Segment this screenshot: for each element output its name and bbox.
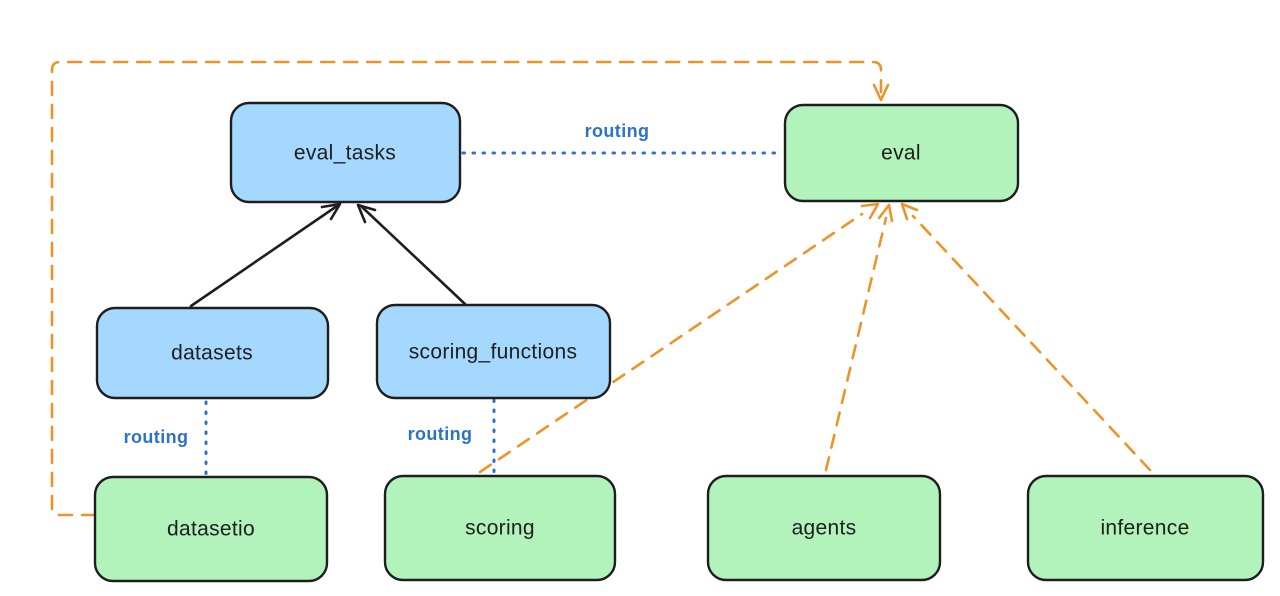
node-scoring-functions-label: scoring_functions [409,341,578,364]
node-datasets-box [95,306,330,400]
node-agents-box [706,474,942,582]
node-scoring: scoring [383,474,617,582]
node-datasets: datasets [95,306,330,400]
node-inference-label: inference [1100,517,1189,540]
edge-datasetio-to-eval [50,60,883,517]
edge-agents-to-eval [824,216,888,472]
node-datasetio-label: datasetio [167,518,255,541]
node-datasetio: datasetio [93,475,329,583]
edge-datasets-to-eval-tasks [189,204,339,308]
routing-label-horizontal: routing [585,121,650,141]
edge-scoring-functions-to-eval-tasks [360,205,467,306]
node-scoring-box [383,474,617,582]
arrowhead-scoring-to-eval [860,202,880,220]
node-eval-label: eval [881,142,921,165]
node-eval-box [783,103,1020,203]
node-eval-tasks-label: eval_tasks [294,142,396,165]
arrowhead-agents-to-eval [877,203,894,223]
node-datasetio-box [93,475,329,583]
node-scoring-functions: scoring_functions [375,303,612,400]
arrowhead-inference-to-eval [900,202,919,221]
node-inference-box [1026,474,1265,582]
node-datasets-label: datasets [171,342,253,365]
node-eval: eval [783,103,1020,203]
node-scoring-functions-box [375,303,612,400]
routing-label-scoring: routing [408,424,473,444]
arrowhead-datasets-to-eval-tasks [320,202,342,221]
arrowhead-scoring-functions-to-eval-tasks [356,203,377,224]
node-agents: agents [706,474,942,582]
routing-label-datasetio: routing [124,427,189,447]
edge-inference-to-eval [911,214,1152,472]
node-eval-tasks: eval_tasks [229,101,462,204]
arrowhead-datasetio-to-eval [872,83,890,102]
edge-scoring-to-eval [478,212,864,474]
node-agents-label: agents [792,517,857,540]
node-inference: inference [1026,474,1265,582]
node-scoring-label: scoring [465,517,535,540]
node-eval-tasks-box [229,101,462,204]
